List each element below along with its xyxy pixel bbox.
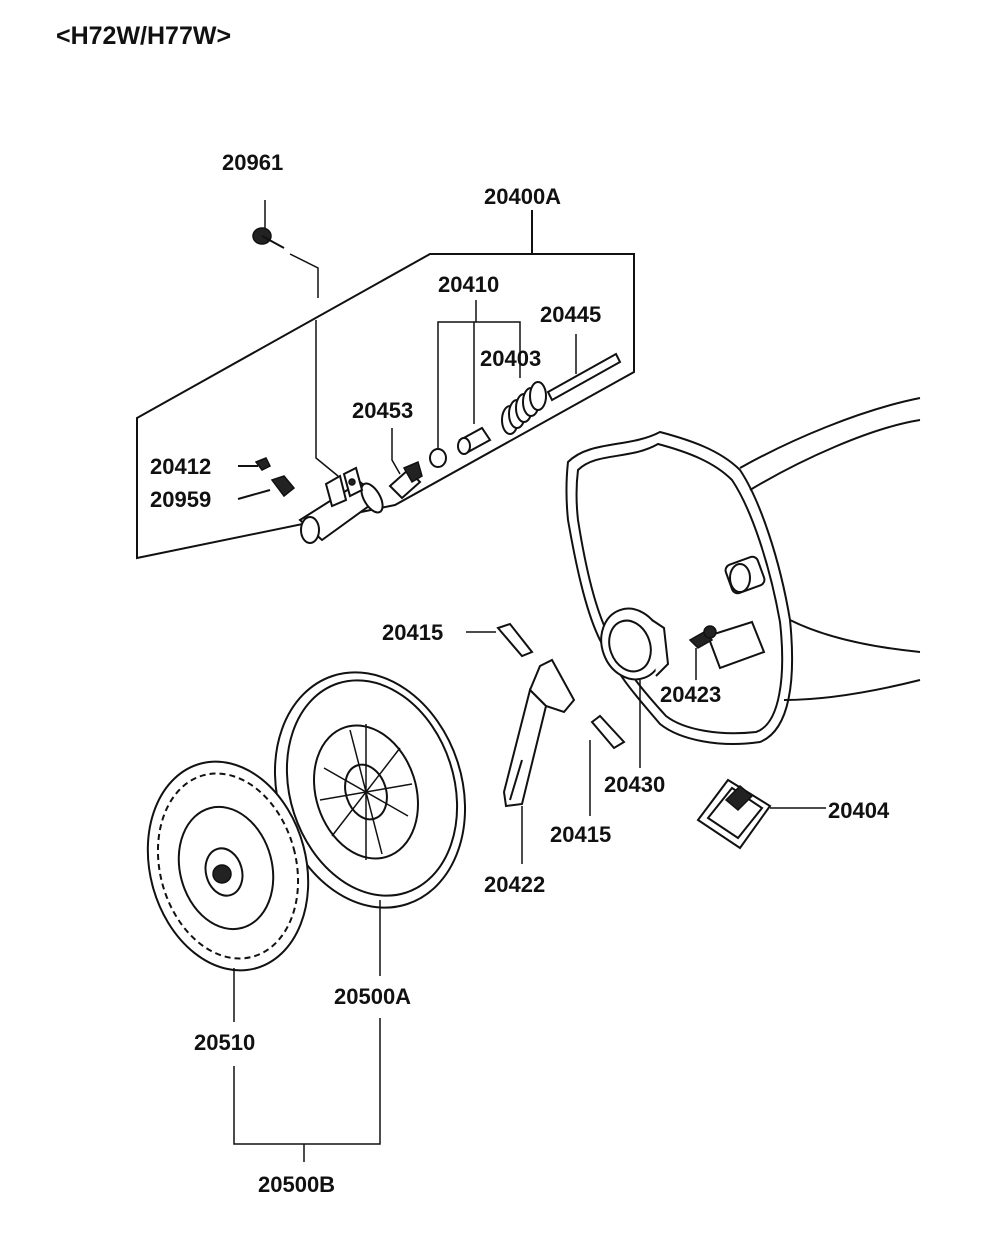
part-label-20415: 20415: [382, 620, 443, 645]
part-label-20410: 20410: [438, 272, 499, 297]
push-rod-icon: [546, 352, 622, 402]
part-label-20445: 20445: [540, 302, 601, 327]
leader-20453: [391, 428, 401, 475]
part-label-20500A: 20500A: [334, 984, 411, 1009]
leader-20961-b: [315, 320, 339, 477]
leader-20410: [437, 321, 521, 448]
pivot-ball-icon: [688, 625, 717, 649]
part-label-20415-lower: 20415: [550, 822, 611, 847]
part-label-20404: 20404: [828, 798, 890, 823]
part-label-20412: 20412: [150, 454, 211, 479]
diagram-title: <H72W/H77W>: [56, 22, 231, 50]
dust-cover-icon: [696, 778, 772, 850]
fitting-icon: [237, 475, 296, 500]
bleeder-screw-icon: [238, 457, 272, 471]
slave-cylinder-icon: [298, 466, 384, 544]
kit-outline-box: [136, 253, 635, 560]
part-label-20400A: 20400A: [484, 184, 561, 209]
clip-icon: [590, 714, 626, 750]
part-label-20500B: 20500B: [258, 1172, 335, 1197]
leader-20500B-bracket: [233, 1018, 381, 1145]
part-label-20453: 20453: [352, 398, 413, 423]
release-bearing-icon: [600, 607, 670, 681]
seal-ring-icon: [429, 448, 447, 468]
boot-icon: [388, 460, 423, 500]
pressure-plate-icon: [273, 671, 467, 909]
transmission-housing-icon: [565, 397, 921, 745]
part-label-20403: 20403: [480, 346, 541, 371]
leader-20961-a: [289, 253, 319, 298]
release-fork-icon: [502, 658, 576, 808]
part-label-20510: 20510: [194, 1030, 255, 1055]
bolt-icon: [252, 227, 285, 249]
part-label-20959: 20959: [150, 487, 211, 512]
part-label-20961: 20961: [222, 150, 283, 175]
part-label-20423: 20423: [660, 682, 721, 707]
part-label-20422: 20422: [484, 872, 545, 897]
spring-icon: [501, 381, 547, 435]
part-label-20430: 20430: [604, 772, 665, 797]
clip-icon: [496, 622, 534, 658]
piston-icon: [457, 426, 492, 455]
clutch-disc-icon: [146, 760, 310, 972]
